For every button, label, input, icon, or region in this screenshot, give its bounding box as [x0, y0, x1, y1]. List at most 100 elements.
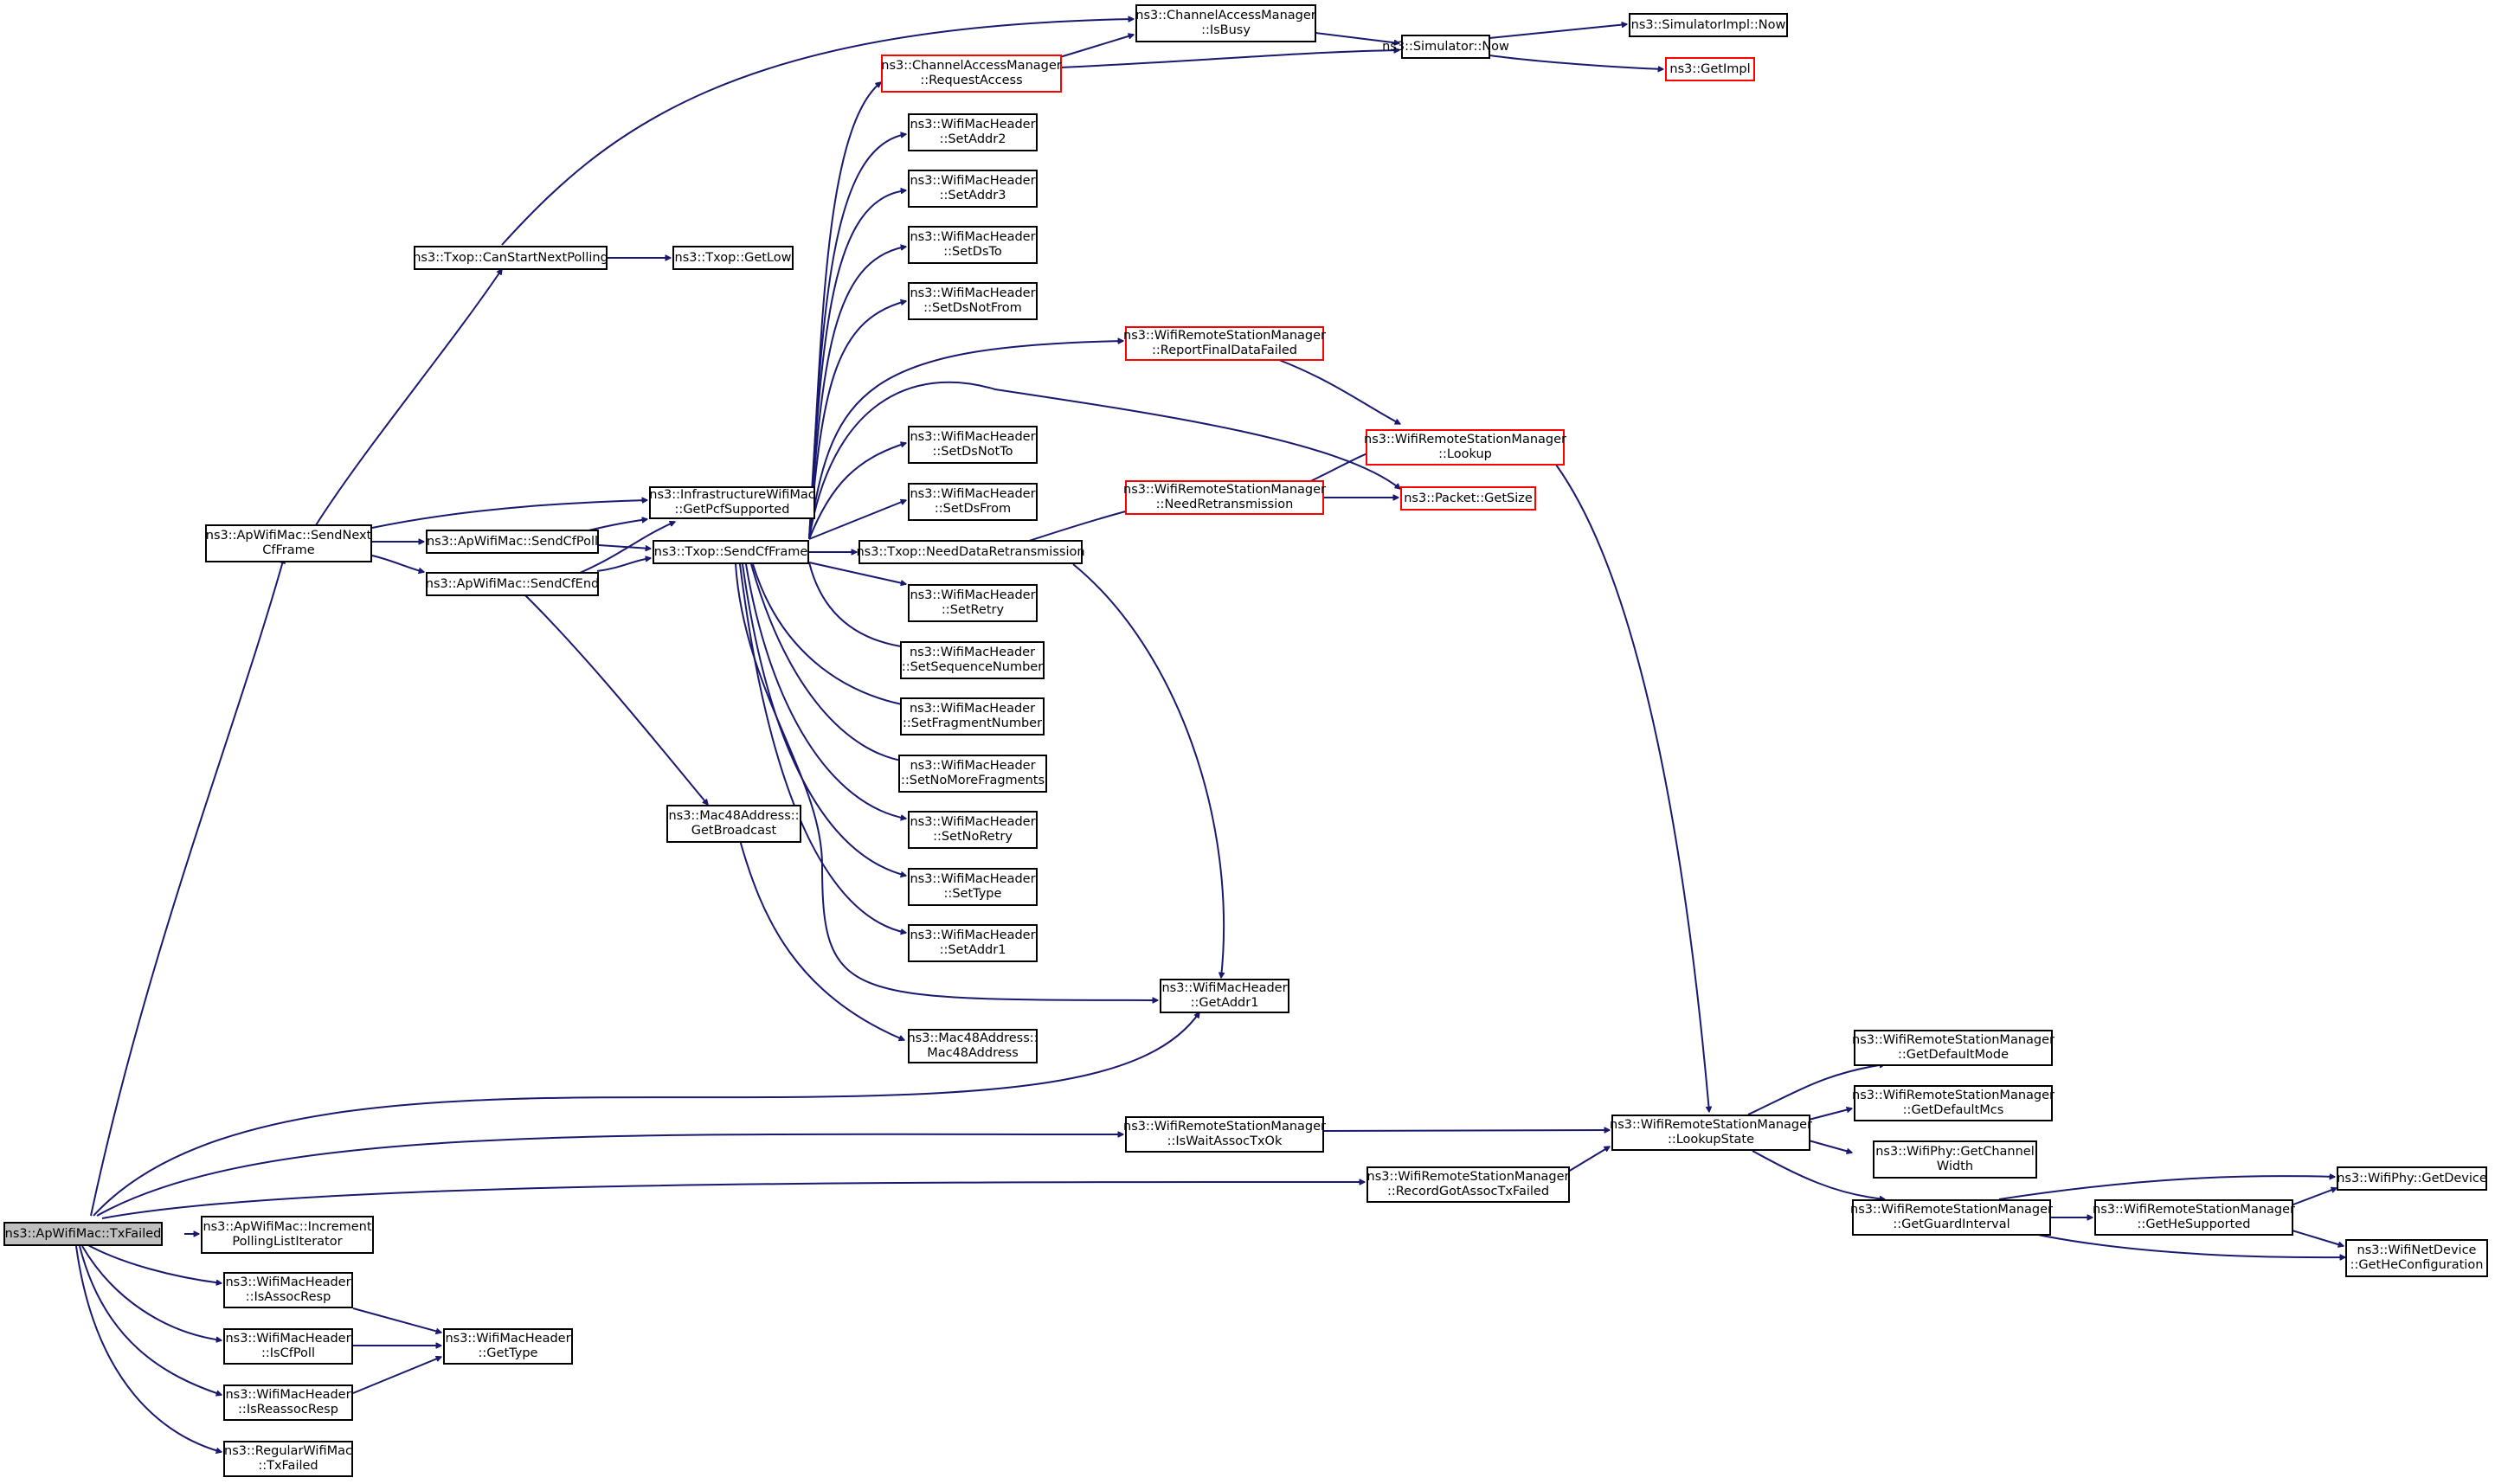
edge	[1747, 1064, 1885, 1115]
node-mac48-mac48address[interactable]: ns3::Mac48Address::Mac48Address	[907, 1029, 1039, 1063]
node-header-set-addr3[interactable]: ns3::WifiMacHeader::SetAddr3	[908, 170, 1038, 208]
node-label: ns3::WifiMacHeader	[909, 702, 1036, 716]
node-header-is-assoc-resp[interactable]: ns3::WifiMacHeader::IsAssocResp	[223, 1272, 353, 1308]
node-header-set-fragment-number[interactable]: ns3::WifiMacHeader::SetFragmentNumber	[900, 697, 1045, 736]
node-header-get-addr1[interactable]: ns3::WifiMacHeader::GetAddr1	[1160, 979, 1289, 1013]
node-station-manager-lookup-state[interactable]: ns3::WifiRemoteStationManager::LookupSta…	[1610, 1115, 1812, 1151]
node-label: ns3::WifiRemoteStationManager	[1852, 1089, 2055, 1102]
node-header-set-type[interactable]: ns3::WifiMacHeader::SetType	[908, 868, 1038, 906]
node-station-manager-get-he-supported[interactable]: ns3::WifiRemoteStationManager::GetHeSupp…	[2093, 1199, 2295, 1236]
node-header-get-type[interactable]: ns3::WifiMacHeader::GetType	[443, 1328, 573, 1365]
node-label: ns3::WifiMacHeader	[225, 1332, 351, 1346]
node-label: ns3::InfrastructureWifiMac	[649, 488, 815, 502]
node-label: ns3::RegularWifiMac	[224, 1444, 352, 1458]
edge	[808, 134, 906, 540]
node-label: ns3::WifiRemoteStationManager	[1123, 329, 1326, 343]
node-wifiphy-get-device[interactable]: ns3::WifiPhy::GetDevice	[2337, 1166, 2487, 1191]
edge	[501, 19, 1134, 246]
node-label: ::SetDsFrom	[934, 502, 1012, 516]
node-channel-access-is-busy[interactable]: ns3::ChannelAccessManager::IsBusy	[1135, 4, 1316, 42]
node-label: ns3::WifiMacHeader	[910, 430, 1036, 444]
node-station-manager-record-got-assoc-tx-failed[interactable]: ns3::WifiRemoteStationManager::RecordGot…	[1366, 1166, 1570, 1203]
node-get-impl[interactable]: ns3::GetImpl	[1665, 57, 1755, 81]
node-txop-send-cf-frame[interactable]: ns3::Txop::SendCfFrame	[653, 540, 809, 564]
node-label: ns3::Txop::SendCfFrame	[653, 544, 808, 559]
edge	[1072, 563, 1224, 978]
node-station-manager-get-default-mcs[interactable]: ns3::WifiRemoteStationManager::GetDefaul…	[1852, 1085, 2055, 1121]
node-header-set-ds-not-from[interactable]: ns3::WifiMacHeader::SetDsNotFrom	[908, 282, 1038, 320]
edge	[1315, 32, 1399, 43]
node-station-manager-get-default-mode[interactable]: ns3::WifiRemoteStationManager::GetDefaul…	[1852, 1030, 2055, 1066]
edge	[1998, 1176, 2335, 1200]
node-label: ::RequestAccess	[920, 74, 1023, 87]
node-label: ::GetDefaultMcs	[1902, 1103, 2004, 1117]
edge	[2286, 1188, 2337, 1208]
edge	[2029, 1232, 2345, 1257]
edge	[808, 341, 1123, 540]
edge	[1059, 35, 1134, 58]
node-label: ::IsCfPoll	[261, 1346, 315, 1360]
node-header-set-sequence-number[interactable]: ns3::WifiMacHeader::SetSequenceNumber	[900, 641, 1045, 679]
node-header-set-addr1[interactable]: ns3::WifiMacHeader::SetAddr1	[908, 924, 1038, 962]
edge	[523, 593, 708, 805]
node-label: ns3::WifiMacHeader	[910, 872, 1036, 886]
node-header-set-no-retry[interactable]: ns3::WifiMacHeader::SetNoRetry	[908, 811, 1038, 849]
node-apwifimac-send-cf-end[interactable]: ns3::ApWifiMac::SendCfEnd	[426, 572, 599, 596]
edge	[1321, 1130, 1610, 1131]
node-label: ns3::WifiRemoteStationManager	[1852, 1033, 2055, 1047]
node-label: ns3::Txop::CanStartNextPolling	[413, 250, 608, 265]
node-header-set-retry[interactable]: ns3::WifiMacHeader::SetRetry	[908, 584, 1038, 622]
node-station-manager-is-wait-assoc-tx-ok[interactable]: ns3::WifiRemoteStationManager::IsWaitAss…	[1123, 1116, 1326, 1153]
node-mac48-get-broadcast[interactable]: ns3::Mac48Address::GetBroadcast	[666, 805, 801, 843]
node-label: ::SetSequenceNumber	[901, 660, 1044, 674]
node-label: ns3::WifiMacHeader	[910, 118, 1036, 132]
node-label: PollingListIterator	[232, 1235, 343, 1249]
edge	[93, 1012, 1199, 1217]
node-wifinetdevice-get-he-configuration[interactable]: ns3::WifiNetDevice::GetHeConfiguration	[2345, 1239, 2488, 1277]
node-label: CfFrame	[262, 543, 315, 557]
node-regularwifimac-tx-failed[interactable]: ns3::RegularWifiMac::TxFailed	[223, 1441, 353, 1477]
node-apwifimac-send-cf-poll[interactable]: ns3::ApWifiMac::SendCfPoll	[426, 530, 599, 554]
node-header-set-no-more-fragments[interactable]: ns3::WifiMacHeader::SetNoMoreFragments	[898, 755, 1047, 793]
node-header-set-ds-to[interactable]: ns3::WifiMacHeader::SetDsTo	[908, 226, 1038, 264]
node-label: ::SetFragmentNumber	[902, 716, 1043, 730]
node-station-manager-report-final-data-failed[interactable]: ns3::WifiRemoteStationManager::ReportFin…	[1123, 326, 1326, 361]
node-simulatorimpl-now[interactable]: ns3::SimulatorImpl::Now	[1629, 13, 1788, 37]
node-label: Width	[1936, 1160, 1974, 1173]
node-infrastructure-get-pcf-supported[interactable]: ns3::InfrastructureWifiMac::GetPcfSuppor…	[649, 486, 815, 519]
node-packet-get-size[interactable]: ns3::Packet::GetSize	[1400, 486, 1536, 511]
node-header-set-addr2[interactable]: ns3::WifiMacHeader::SetAddr2	[908, 113, 1038, 151]
node-label: ::GetHeConfiguration	[2350, 1258, 2484, 1272]
edge	[750, 563, 906, 761]
node-txop-get-low[interactable]: ns3::Txop::GetLow	[672, 246, 794, 270]
node-label: ns3::WifiRemoteStationManager	[1366, 1170, 1570, 1184]
edge	[1808, 1140, 1852, 1153]
node-label: ns3::WifiMacHeader	[225, 1275, 351, 1289]
node-label: ns3::Mac48Address::	[907, 1031, 1039, 1045]
node-label: ::SetDsNotFrom	[923, 301, 1022, 315]
node-station-manager-get-guard-interval[interactable]: ns3::WifiRemoteStationManager::GetGuardI…	[1850, 1199, 2053, 1236]
node-label: ::TxFailed	[258, 1459, 318, 1473]
node-header-set-ds-not-to[interactable]: ns3::WifiMacHeader::SetDsNotTo	[908, 426, 1038, 464]
edge	[808, 562, 906, 584]
node-station-manager-need-retransmission[interactable]: ns3::WifiRemoteStationManager::NeedRetra…	[1123, 480, 1326, 515]
node-label: ::GetPcfSupported	[674, 503, 790, 517]
edge	[315, 269, 503, 526]
node-txop-need-data-retransmission[interactable]: ns3::Txop::NeedDataRetransmission	[856, 540, 1085, 564]
node-label: ::SetAddr2	[939, 132, 1006, 146]
node-header-is-cf-poll[interactable]: ns3::WifiMacHeader::IsCfPoll	[223, 1328, 353, 1365]
node-station-manager-lookup[interactable]: ns3::WifiRemoteStationManager::Lookup	[1364, 429, 1566, 466]
node-label: ns3::ApWifiMac::SendCfEnd	[425, 576, 600, 591]
edge	[1808, 1108, 1852, 1121]
node-channel-access-request-access[interactable]: ns3::ChannelAccessManager::RequestAccess	[881, 55, 1062, 93]
node-header-is-reassoc-resp[interactable]: ns3::WifiMacHeader::IsReassocResp	[223, 1384, 353, 1421]
node-label: ns3::WifiMacHeader	[910, 230, 1036, 244]
node-txop-can-start-next-polling[interactable]: ns3::Txop::CanStartNextPolling	[413, 246, 608, 270]
node-label: ns3::WifiMacHeader	[910, 174, 1036, 188]
node-simulator-now[interactable]: ns3::Simulator::Now	[1382, 35, 1509, 59]
node-header-set-ds-from[interactable]: ns3::WifiMacHeader::SetDsFrom	[908, 483, 1038, 521]
edge	[808, 247, 906, 540]
